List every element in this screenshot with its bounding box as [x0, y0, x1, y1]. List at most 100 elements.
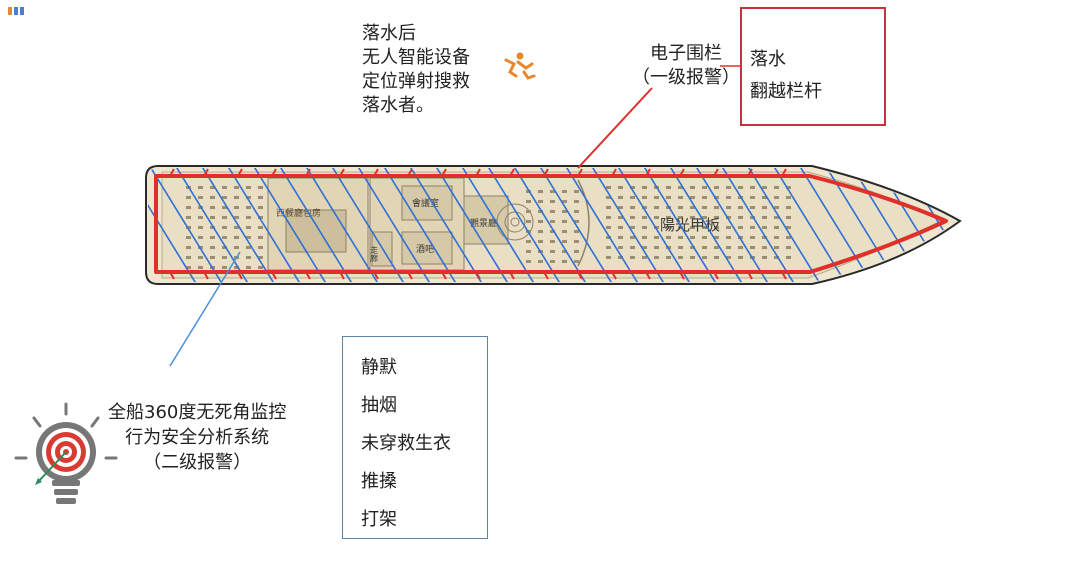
seat-dot: [618, 206, 623, 209]
seat-dot: [222, 186, 227, 189]
seat-dot: [550, 210, 555, 213]
seat-dot: [726, 246, 731, 249]
meeting-room-label: 會議室: [412, 197, 439, 209]
seat-dot: [738, 216, 743, 219]
seat-dot: [678, 256, 683, 259]
fence-tick: [271, 271, 277, 280]
seat-dot: [714, 216, 719, 219]
seat-dot: [618, 226, 623, 229]
behavior-item: 推搡: [361, 471, 397, 492]
seat-dot: [774, 246, 779, 249]
seat-dot: [642, 236, 647, 239]
fence-tick: [509, 271, 515, 280]
hatch-line: [613, 168, 695, 282]
seat-dot: [606, 216, 611, 219]
hatch-line: [405, 168, 487, 282]
seat-dot: [538, 210, 543, 213]
seat-dot: [786, 206, 791, 209]
seat-dot: [702, 196, 707, 199]
fence-tick: [645, 271, 651, 280]
seat-dot: [690, 216, 695, 219]
seat-dot: [562, 210, 567, 213]
hatch-line: [148, 168, 201, 282]
seat-dot: [246, 246, 251, 249]
seat-dot: [678, 206, 683, 209]
fence-tick: [577, 168, 583, 177]
seat-dot: [666, 256, 671, 259]
fence-label: 电子围栏 （一级报警）: [632, 42, 740, 90]
seat-dot: [666, 236, 671, 239]
seat-dot: [606, 236, 611, 239]
seat-dot: [526, 220, 531, 223]
seat-dot: [198, 266, 203, 269]
electronic-fence-outline: [154, 174, 948, 274]
seat-dot: [550, 200, 555, 203]
seat-dot: [258, 236, 263, 239]
seat-dot: [526, 200, 531, 203]
fence-tick: [203, 271, 209, 280]
seat-dot: [786, 196, 791, 199]
seat-dot: [630, 246, 635, 249]
seat-dot: [198, 216, 203, 219]
seat-dot: [198, 196, 203, 199]
seat-dot: [738, 226, 743, 229]
seat-dot: [618, 236, 623, 239]
hatch-line: [431, 168, 513, 282]
seat-dot: [642, 196, 647, 199]
seat-dot: [702, 246, 707, 249]
seat-dot: [714, 206, 719, 209]
hatch-line: [327, 168, 409, 282]
seat-dot: [678, 226, 683, 229]
hatch-line: [535, 168, 617, 282]
seat-dot: [234, 236, 239, 239]
seat-dot: [702, 226, 707, 229]
seat-dot: [234, 216, 239, 219]
fence-tick: [203, 168, 209, 177]
seat-dot: [198, 186, 203, 189]
hatch-line: [561, 168, 643, 282]
seat-dot: [246, 256, 251, 259]
seat-dot: [562, 220, 567, 223]
fence-tick: [305, 168, 311, 177]
seat-dot: [786, 256, 791, 259]
seat-dot: [690, 236, 695, 239]
seat-dot: [222, 236, 227, 239]
seat-dot: [618, 196, 623, 199]
hatch-line: [148, 168, 227, 282]
fence-tick: [611, 271, 617, 280]
hatch-line: [379, 168, 461, 282]
seat-dot: [618, 216, 623, 219]
fence-tick: [577, 271, 583, 280]
seat-dot: [750, 186, 755, 189]
seat-dot: [762, 236, 767, 239]
seat-dot: [526, 260, 531, 263]
fence-tick: [373, 168, 379, 177]
seat-dot: [222, 246, 227, 249]
fence-tick: [747, 168, 753, 177]
seat-dot: [210, 216, 215, 219]
seat-dot: [574, 190, 579, 193]
fence-tick: [339, 271, 345, 280]
seat-dot: [714, 256, 719, 259]
seat-dot: [198, 236, 203, 239]
seat-dot: [726, 236, 731, 239]
seat-dot: [210, 236, 215, 239]
monitor-title: 全船360度无死角监控: [108, 402, 287, 423]
seat-dot: [606, 186, 611, 189]
seat-dot: [606, 246, 611, 249]
seat-dot: [714, 196, 719, 199]
bar-label: 酒吧: [416, 244, 434, 255]
corridor-label: 走廊: [370, 246, 379, 263]
fence-tick: [475, 168, 481, 177]
behavior-item: 抽烟: [361, 395, 397, 416]
seat-dot: [562, 230, 567, 233]
seat-dot: [702, 256, 707, 259]
seat-dot: [642, 256, 647, 259]
fence-tick: [475, 271, 481, 280]
seat-dot: [210, 226, 215, 229]
seat-dot: [562, 200, 567, 203]
seat-dot: [562, 240, 567, 243]
seat-dot: [550, 190, 555, 193]
seat-dot: [678, 216, 683, 219]
monitor-system-label: 全船360度无死角监控 行为安全分析系统 （二级报警）: [108, 400, 286, 475]
